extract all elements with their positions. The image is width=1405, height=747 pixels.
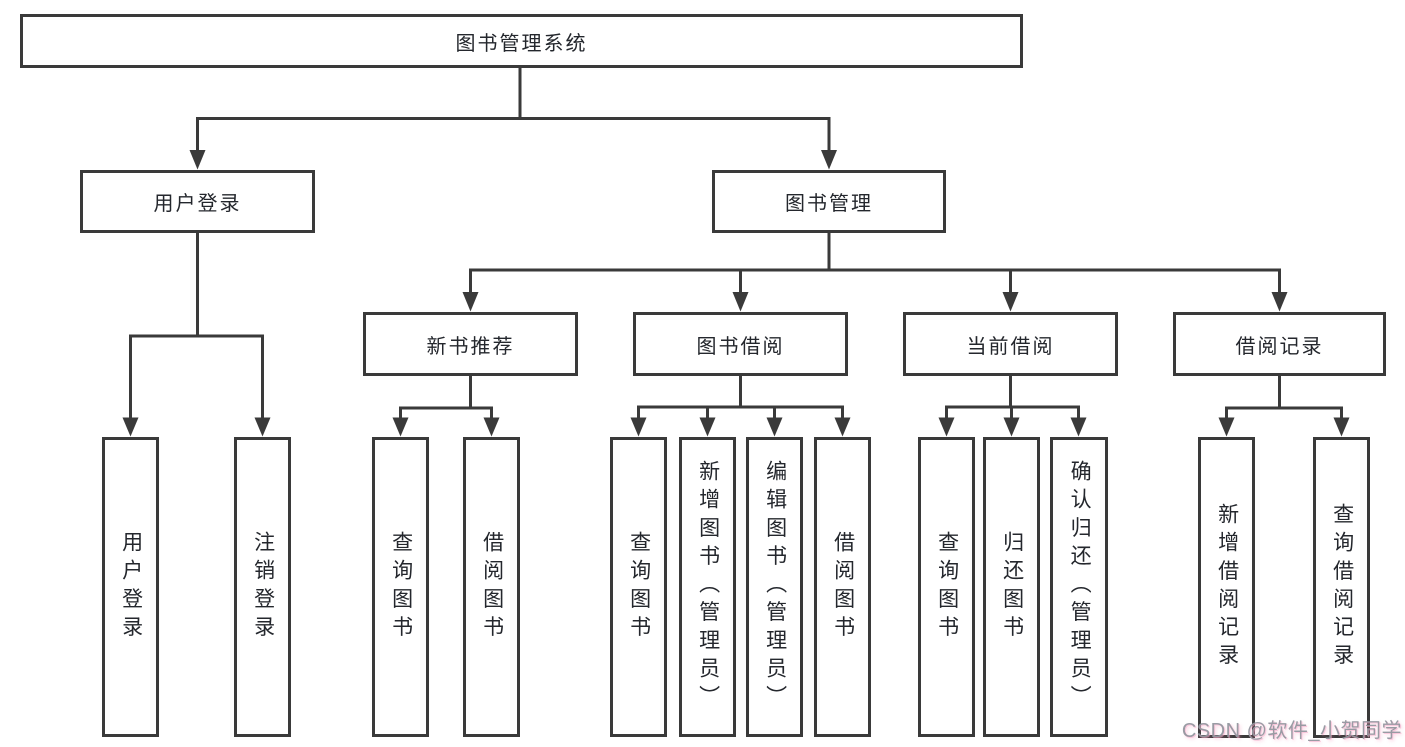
leaf-query-books-current: 查询图书: [918, 437, 975, 737]
leaf-query-borrow-record: 查询借阅记录: [1313, 437, 1370, 738]
node-book-borrow: 图书借阅: [633, 312, 848, 376]
leaf-user-login: 用户登录: [102, 437, 159, 737]
leaf-label: 编辑图书（管理员）: [763, 460, 787, 714]
leaf-return-books: 归还图书: [983, 437, 1040, 737]
leaf-borrow-books-recommend: 借阅图书: [463, 437, 520, 737]
leaf-query-books-recommend: 查询图书: [372, 437, 429, 737]
leaf-edit-books-admin: 编辑图书（管理员）: [746, 437, 803, 737]
leaf-label: 确认归还（管理员）: [1068, 460, 1092, 714]
leaf-label: 用户登录: [119, 530, 143, 644]
node-current-borrow: 当前借阅: [903, 312, 1118, 376]
leaf-add-borrow-record: 新增借阅记录: [1198, 437, 1255, 738]
node-new-book-recommend: 新书推荐: [363, 312, 578, 376]
leaf-confirm-return-admin: 确认归还（管理员）: [1050, 437, 1108, 737]
leaf-label: 归还图书: [1000, 530, 1024, 644]
leaf-label: 查询图书: [627, 530, 651, 644]
leaf-label: 查询图书: [935, 530, 959, 644]
leaf-label: 新增图书（管理员）: [696, 460, 720, 714]
leaf-label: 借阅图书: [831, 530, 855, 644]
csdn-watermark: CSDN @软件_小贺同学: [1181, 720, 1402, 742]
node-borrow-records: 借阅记录: [1173, 312, 1386, 376]
leaf-borrow-books: 借阅图书: [814, 437, 871, 737]
leaf-add-books-admin: 新增图书（管理员）: [679, 437, 736, 737]
leaf-logout-login: 注销登录: [234, 437, 291, 737]
leaf-label: 查询图书: [389, 530, 413, 644]
leaf-label: 新增借阅记录: [1215, 503, 1239, 672]
leaf-label: 注销登录: [251, 530, 275, 644]
leaf-label: 借阅图书: [480, 530, 504, 644]
node-user-login: 用户登录: [80, 170, 315, 233]
node-book-management: 图书管理: [712, 170, 946, 233]
leaf-query-books-borrow: 查询图书: [610, 437, 667, 737]
node-root-system: 图书管理系统: [20, 14, 1023, 68]
leaf-label: 查询借阅记录: [1330, 503, 1354, 672]
